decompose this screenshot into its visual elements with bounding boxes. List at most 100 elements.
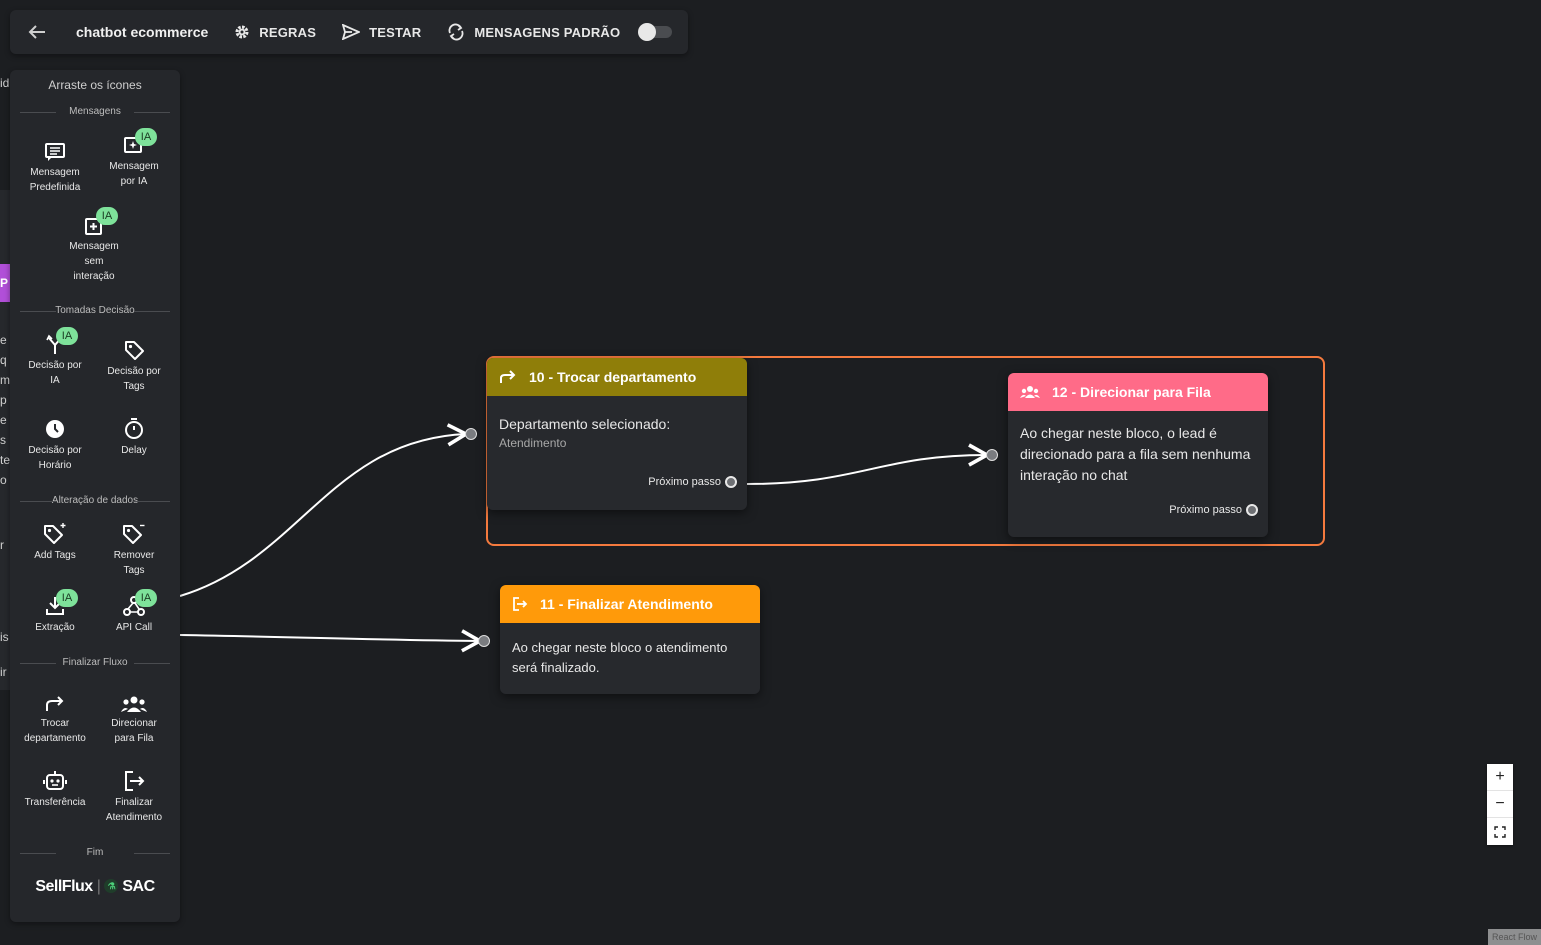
palette-item-transfer[interactable]: Transferência	[15, 766, 95, 810]
clock-icon	[46, 420, 64, 438]
edge-to-finalizar-atendimento	[179, 629, 484, 653]
palette-item-extraction[interactable]: Extração	[15, 591, 95, 635]
ia-badge: IA	[135, 589, 157, 607]
node-palette: Arraste os ícones Mensagens Mensagem Pre…	[10, 70, 180, 922]
output-port[interactable]	[1246, 504, 1258, 516]
gear-icon	[235, 25, 249, 39]
item-label-line: Tags	[123, 381, 145, 392]
section-decisions: Tomadas Decisão	[20, 305, 170, 316]
share-arrow-icon	[46, 696, 64, 711]
palette-item-predefined-message[interactable]: Mensagem Predefinida	[15, 136, 95, 195]
flask-icon: ⚗	[104, 879, 119, 893]
background-node-fragment: id P e q m p e s te o r is ir	[0, 70, 12, 690]
add-box-icon	[85, 218, 102, 235]
fit-view-icon[interactable]	[1487, 818, 1513, 845]
zoom-in-icon[interactable]: +	[1487, 764, 1513, 791]
node-text: Ao chegar neste bloco, o lead é direcion…	[1020, 425, 1251, 483]
group-icon	[1020, 386, 1040, 398]
chat-sync-icon	[448, 23, 464, 41]
item-label-line: interação	[73, 271, 115, 282]
node-finalizar-atendimento[interactable]: 11 - Finalizar Atendimento Ao chegar nes…	[500, 585, 760, 694]
item-label-line: Transferência	[24, 797, 86, 808]
send-icon	[342, 24, 361, 40]
back-arrow-icon[interactable]	[24, 19, 50, 45]
item-label-line: Decisão por	[107, 366, 161, 377]
node-text: Ao chegar neste bloco o atendimento será…	[512, 640, 728, 675]
item-label-line: Add Tags	[34, 550, 76, 561]
toggle-knob	[638, 23, 657, 41]
section-messages: Mensagens	[20, 106, 170, 117]
palette-item-api-call[interactable]: API Call	[94, 591, 174, 635]
node-title: 11 - Finalizar Atendimento	[540, 596, 713, 612]
item-label-line: Extração	[35, 622, 75, 633]
palette-item-delay[interactable]: Delay	[94, 414, 174, 458]
node-header: 11 - Finalizar Atendimento	[500, 585, 760, 623]
tag-icon	[125, 341, 144, 360]
item-label-line: para Fila	[114, 733, 154, 744]
item-label-line: Remover	[113, 550, 155, 561]
section-finish-flow: Finalizar Fluxo	[20, 657, 170, 668]
item-label-line: sem	[84, 256, 104, 267]
react-flow-attribution[interactable]: React Flow	[1487, 929, 1541, 945]
top-toolbar: chatbot ecommerce REGRAS TESTAR MENSAGEN…	[10, 10, 688, 54]
item-label-line: Mensagem	[30, 167, 80, 178]
next-step-label: Próximo passo	[648, 476, 721, 488]
item-label-line: Decisão por	[28, 360, 82, 371]
item-label-line: departamento	[24, 733, 86, 744]
tag-plus-icon	[44, 523, 66, 544]
default-messages-toggle[interactable]	[638, 23, 673, 41]
ia-badge: IA	[135, 128, 157, 146]
item-label-line: IA	[50, 375, 60, 386]
palette-item-no-interaction-message[interactable]: Mensagem sem interação	[54, 210, 134, 284]
palette-item-tag-decision[interactable]: Decisão por Tags	[94, 335, 174, 394]
node-trocar-departamento[interactable]: 10 - Trocar departamento Departamento se…	[487, 358, 747, 510]
palette-item-add-tags[interactable]: Add Tags	[15, 519, 95, 563]
default-messages-button[interactable]: MENSAGENS PADRÃO	[447, 23, 620, 41]
item-label-line: Horário	[38, 460, 72, 471]
palette-item-schedule-decision[interactable]: Decisão por Horário	[15, 414, 95, 473]
palette-item-remove-tags[interactable]: Remover Tags	[94, 519, 174, 578]
output-port[interactable]	[725, 476, 737, 488]
zoom-out-icon[interactable]: −	[1487, 791, 1513, 818]
node-title: 12 - Direcionar para Fila	[1052, 384, 1211, 400]
timer-icon	[125, 418, 143, 439]
palette-item-finish-service[interactable]: Finalizar Atendimento	[94, 766, 174, 825]
brand-sac: SAC	[122, 878, 155, 895]
ia-badge: IA	[56, 327, 78, 345]
node-direcionar-fila[interactable]: 12 - Direcionar para Fila Ao chegar nest…	[1008, 373, 1268, 537]
logout-icon	[513, 597, 528, 611]
input-handle-node-11[interactable]	[478, 635, 490, 647]
palette-item-queue[interactable]: Direcionar para Fila	[94, 687, 174, 746]
section-data-change: Alteração de dados	[20, 495, 170, 506]
palette-item-ai-decision[interactable]: Decisão por IA	[15, 329, 95, 388]
next-step-label: Próximo passo	[1169, 504, 1242, 516]
item-label-line: Mensagem	[109, 161, 159, 172]
input-handle-node-10[interactable]	[465, 428, 477, 440]
group-icon	[121, 696, 147, 712]
tag-minus-icon	[123, 524, 145, 544]
section-end: Fim	[20, 847, 170, 858]
palette-hint: Arraste os ícones	[48, 78, 142, 92]
item-label-line: Trocar	[40, 718, 70, 729]
item-label-line: Predefinida	[29, 182, 81, 193]
brand-logo: SellFlux|⚗SAC	[35, 878, 155, 895]
ia-badge: IA	[96, 207, 118, 225]
edge-to-direcionar-fila	[746, 443, 991, 485]
palette-item-ai-message[interactable]: Mensagem por IA	[94, 130, 174, 189]
rules-label: REGRAS	[259, 24, 317, 40]
node-label: Departamento selecionado:	[499, 416, 671, 432]
item-label-line: Decisão por	[28, 445, 82, 456]
next-step: Próximo passo	[648, 476, 737, 488]
message-icon	[45, 143, 65, 161]
input-handle-node-12[interactable]	[986, 449, 998, 461]
rules-button[interactable]: REGRAS	[234, 24, 316, 40]
logout-icon	[125, 771, 145, 791]
test-button[interactable]: TESTAR	[342, 24, 421, 40]
node-header: 10 - Trocar departamento	[487, 358, 747, 396]
item-label-line: Mensagem	[69, 241, 119, 252]
palette-item-change-department[interactable]: Trocar departamento	[15, 687, 95, 746]
robot-icon	[43, 771, 67, 790]
item-label-line: API Call	[115, 622, 153, 633]
test-label: TESTAR	[369, 24, 422, 40]
